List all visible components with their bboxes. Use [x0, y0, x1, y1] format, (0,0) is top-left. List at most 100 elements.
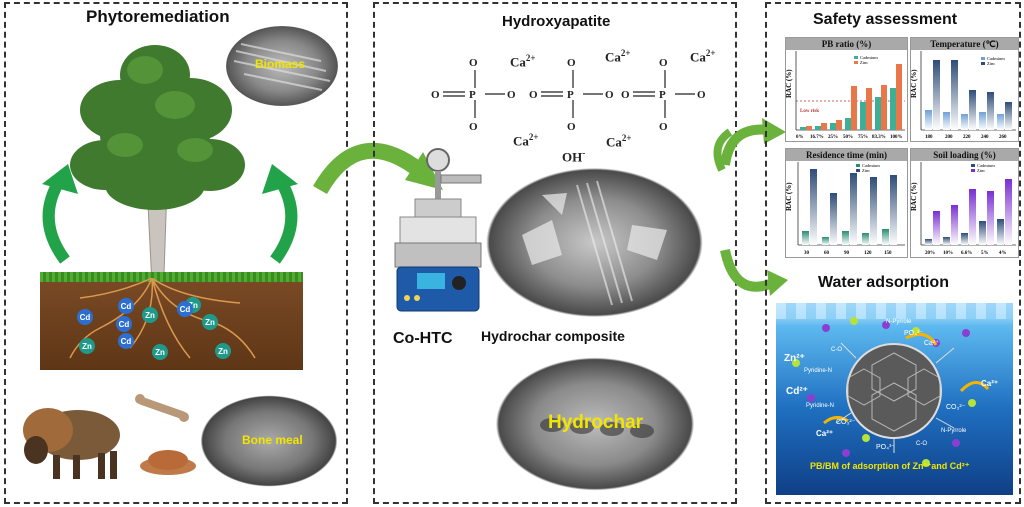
hydrochar-composite-label: Hydrochar composite	[481, 328, 625, 344]
pb-tick-0: 0%	[796, 135, 804, 140]
pb-tick-5: 83.3%	[872, 135, 886, 140]
root-ion-label-2: Zn	[145, 311, 155, 320]
residence-time-bars	[802, 169, 897, 245]
temp-tick-3: 240	[981, 135, 989, 140]
water-surface	[776, 303, 1013, 319]
label-ca-3: Ca²⁺	[816, 429, 834, 438]
svg-text:O: O	[567, 121, 576, 133]
pb-tick-3: 50%	[843, 135, 853, 140]
temp-tick-2: 220	[963, 135, 971, 140]
assessment-panel	[765, 2, 1021, 504]
right-arrow-head	[262, 164, 298, 194]
svg-text:O: O	[567, 57, 576, 69]
ion-ca-2: Ca2+	[605, 48, 631, 65]
ion-ca-3: Ca2+	[690, 48, 716, 65]
biomass-sem-image	[226, 26, 338, 106]
svg-text:P: P	[567, 89, 574, 101]
root-ion-label-3: Cd	[119, 320, 130, 329]
chart-residence-time-svg: Cadmium Zinc 30 60 90 120 150	[797, 162, 905, 256]
chart-pb-ratio-legend-cd: Cadmium	[860, 55, 878, 60]
svg-text:P: P	[659, 89, 666, 101]
root-ion-label-1: Cd	[80, 313, 91, 322]
ion-ca-4: Ca2+	[513, 132, 539, 149]
composite-texture	[522, 180, 667, 306]
root-ion-cd-1	[77, 309, 93, 325]
pb-ratio-bars	[800, 64, 902, 130]
svg-text:O: O	[469, 57, 478, 69]
chart-soil-loading-svg: Cadmium Zinc 20% 10% 6.6% 5% 4%	[920, 162, 1016, 256]
left-uptake-arrow	[42, 176, 70, 264]
safety-assessment-title: Safety assessment	[813, 11, 958, 28]
root-ion-label-8: Zn	[82, 342, 92, 351]
phytoremediation-title: Phytoremediation	[86, 7, 230, 26]
label-pyridine-n-1: Pyridine-N	[804, 368, 833, 374]
hydrochar-texture	[540, 418, 654, 438]
label-ca-1: Ca²⁺	[981, 379, 999, 388]
bone-meal-sem-image	[200, 395, 338, 487]
biomass-texture	[233, 43, 331, 91]
chart-soil-loading-title: Soil loading (%)	[911, 149, 1018, 161]
soil-loading-bars	[925, 179, 1012, 245]
chart-temperature-svg: Cadmium Zinc 180 200 220 240 260	[920, 51, 1016, 140]
label-po4-2: PO₄³⁻	[876, 444, 895, 451]
hydrochar-sem-image	[492, 355, 698, 493]
res-tick-1: 60	[824, 251, 830, 256]
soil-tick-0: 20%	[925, 251, 935, 256]
svg-text:O: O	[621, 89, 630, 101]
root-ion-zn-9	[152, 344, 168, 360]
root-ion-label-10: Zn	[218, 347, 228, 356]
root-ion-cd-3	[116, 316, 132, 332]
root-ion-label-0: Cd	[121, 302, 132, 311]
chart-residence-time: Residence time (min) RAC (%) Cadmium Zin…	[785, 148, 908, 258]
svg-text:O: O	[605, 89, 614, 101]
label-pyridine-n-2: Pyridine-N	[806, 403, 835, 409]
hydroxyapatite-panel	[373, 2, 737, 504]
res-tick-2: 90	[844, 251, 850, 256]
chart-soil-loading-legend-cd: Cadmium	[977, 163, 995, 168]
cycle-arrows	[713, 118, 788, 296]
res-tick-4: 150	[884, 251, 892, 256]
ion-ca-1: Ca2+	[510, 53, 536, 70]
temp-tick-0: 180	[925, 135, 933, 140]
bone-icon	[135, 394, 189, 422]
water-adsorption-title: Water adsorption	[818, 274, 949, 291]
label-c-o-1: C-O	[831, 347, 842, 353]
hydrochar-label: Hydrochar	[548, 412, 644, 433]
hydroxyapatite-title: Hydroxyapatite	[502, 13, 611, 30]
process-arrow-to-htc	[313, 142, 443, 195]
soil-tick-4: 4%	[999, 251, 1007, 256]
water-adsorption-scene: Zn²⁺ Cd²⁺ Ca²⁺ Ca²⁺ PO₄³⁻ CO₃²⁻ N-Pyrrol…	[776, 303, 1013, 495]
label-zn: Zn²⁺	[784, 353, 805, 364]
left-arrow-head	[42, 164, 78, 194]
root-ion-cd-0	[118, 298, 134, 314]
label-cd: Cd²⁺	[786, 386, 808, 397]
chart-pb-ratio-legend-zn: Zinc	[860, 60, 868, 65]
svg-text:O: O	[431, 89, 440, 101]
chart-residence-time-legend-cd: Cadmium	[862, 163, 880, 168]
label-po4-1: PO₄³⁻	[904, 330, 923, 337]
svg-text:O: O	[659, 121, 668, 133]
temp-tick-4: 260	[999, 135, 1007, 140]
pb-tick-1: 16.7%	[810, 135, 824, 140]
chart-pb-ratio-title: PB ratio (%)	[786, 38, 907, 50]
chart-residence-time-legend-zn: Zinc	[862, 168, 870, 173]
biomass-label: Biomass	[255, 57, 306, 71]
label-co3-1: CO₃²⁻	[946, 404, 966, 411]
root-ion-cd-7	[118, 333, 134, 349]
svg-text:O: O	[659, 57, 668, 69]
root-ion-zn-10	[215, 343, 231, 359]
tree-illustration	[70, 45, 245, 306]
chart-soil-loading: Soil loading (%) RAC (%) Cadmium Zinc 20…	[910, 148, 1019, 258]
bone-meal-label: Bone meal	[242, 433, 303, 447]
chart-temperature-legend-cd: Cadmium	[987, 56, 1005, 61]
svg-text:O: O	[529, 89, 538, 101]
adsorption-caption: PB/BM of adsorption of Zn²⁺and Cd²⁺	[810, 461, 970, 471]
label-n-pyrrole-2: N-Pyrrole	[941, 428, 967, 434]
hydrochar-composite-sem-image	[482, 165, 707, 320]
chart-temperature: Temperature (℃) RAC (%) Cadmium Zinc 180…	[910, 37, 1019, 142]
label-ca-2: Ca²⁺	[924, 340, 939, 347]
root-ion-zn-8	[79, 338, 95, 354]
uptake-arrows	[42, 164, 298, 264]
